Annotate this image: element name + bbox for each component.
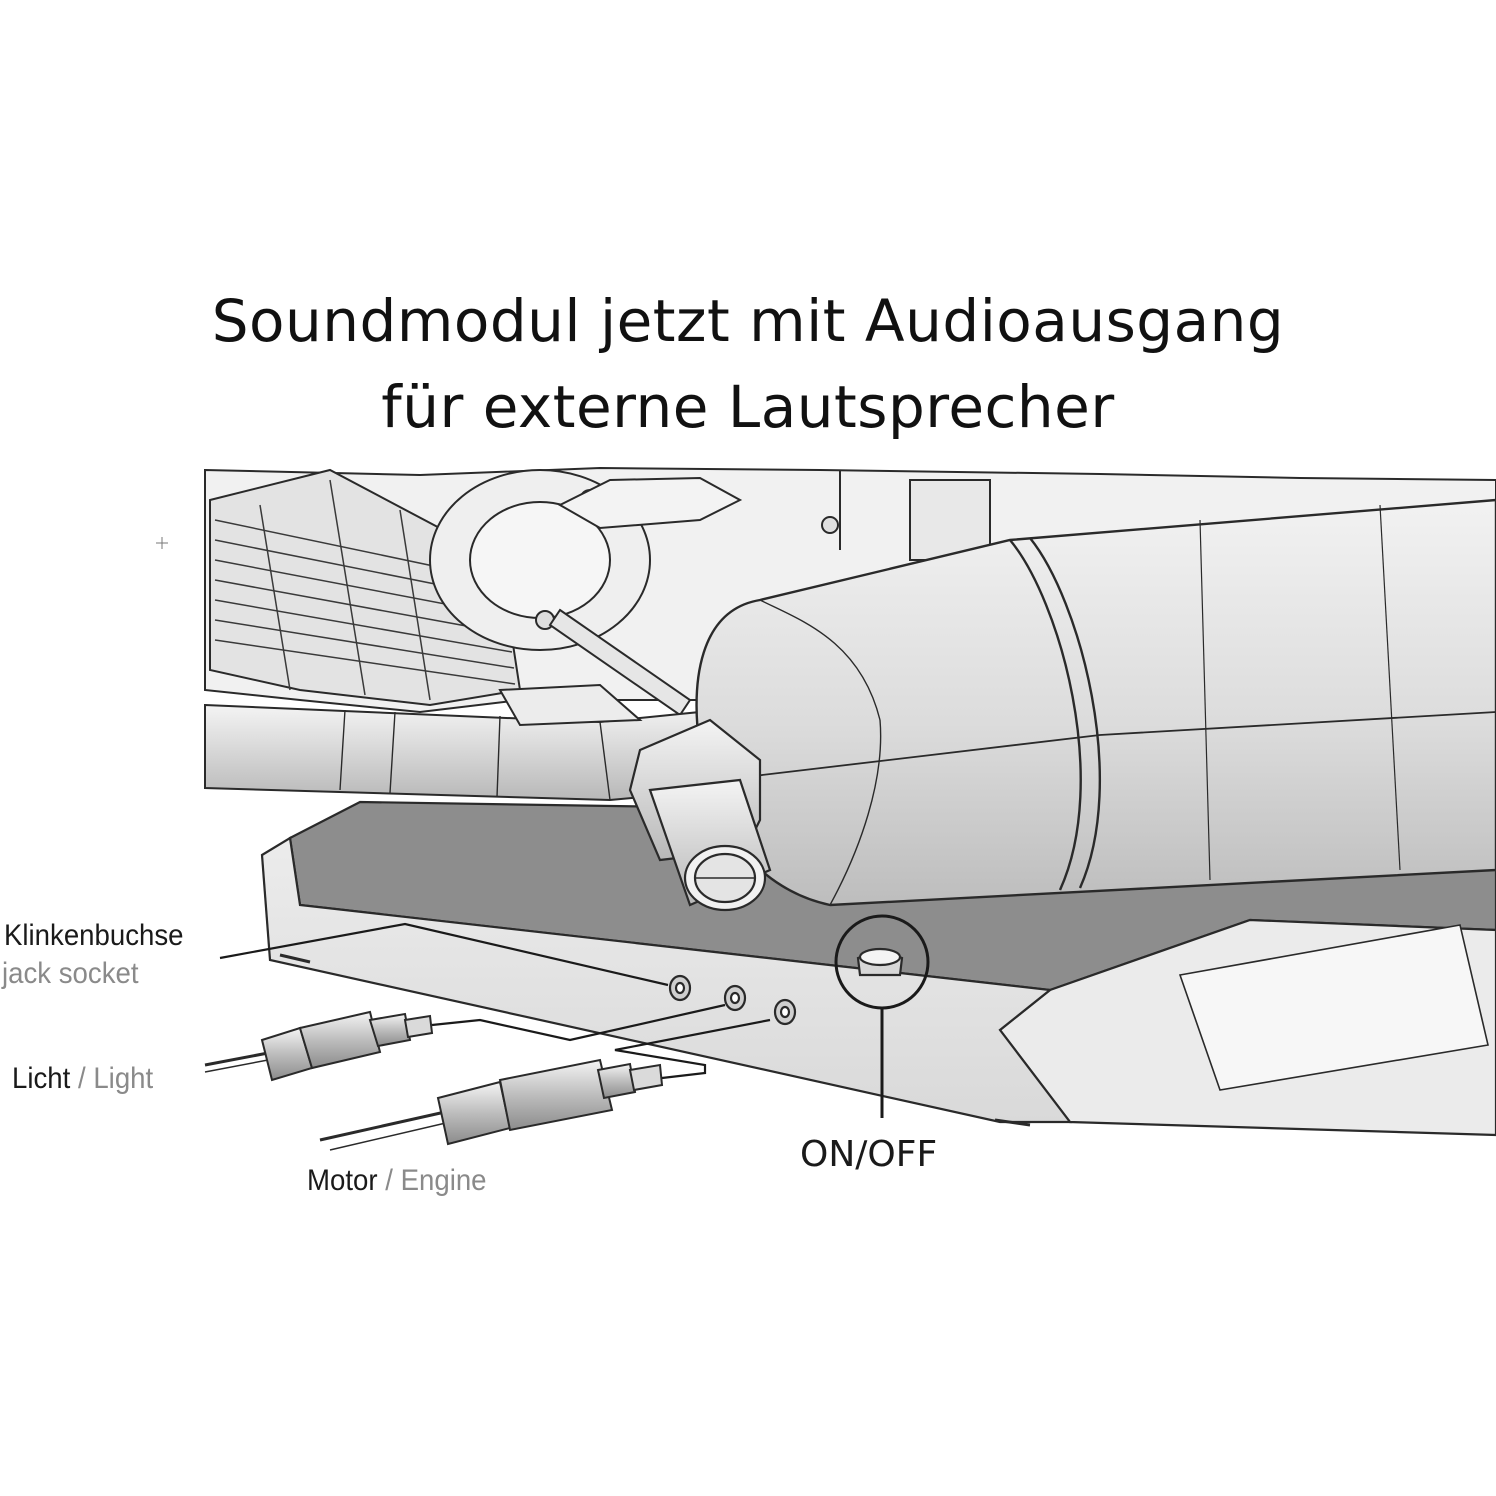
headline-line-2: für externe Lautsprecher [381, 373, 1115, 441]
exhaust-pipe [204, 683, 722, 802]
label-light-de: Licht [12, 1062, 71, 1095]
crosshair-mark [156, 537, 168, 549]
tank [695, 498, 1496, 907]
tailpipe [628, 718, 772, 912]
label-light-en: Light [93, 1062, 154, 1095]
power-switch [856, 947, 904, 977]
label-on-off: ON/OFF [800, 1134, 938, 1175]
label-engine-de: Motor [307, 1164, 378, 1197]
label-jack-socket-en: jack socket [2, 957, 139, 990]
label-jack-socket-de: Klinkenbuchse [4, 919, 184, 952]
label-engine-separator: / [385, 1164, 393, 1197]
callout-lines [219, 914, 930, 1118]
engine-cable [319, 1058, 664, 1151]
label-light: Licht / Light [12, 1064, 153, 1094]
label-light-separator: / [77, 1062, 86, 1095]
light-cable [204, 1010, 434, 1082]
headline-line-1: Soundmodul jetzt mit Audioausgang [211, 287, 1285, 355]
label-engine: Motor / Engine [307, 1166, 487, 1196]
jack-sockets [668, 974, 797, 1026]
label-engine-en: Engine [400, 1164, 487, 1197]
